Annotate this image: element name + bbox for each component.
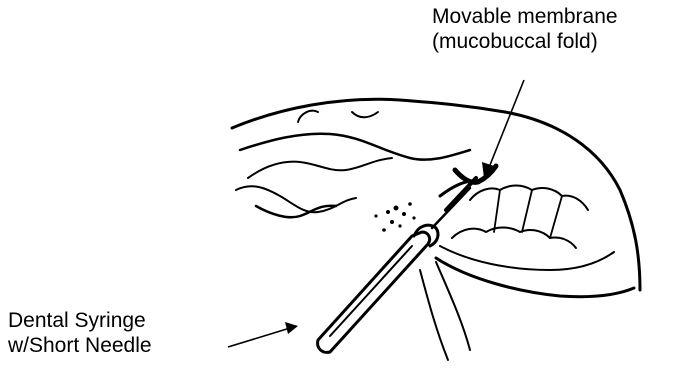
lower-lip-outline (436, 258, 634, 297)
lower-lip-inner (440, 246, 614, 270)
needle (432, 188, 470, 228)
pointer-arrow-membrane (482, 80, 524, 178)
syringe-label-line2: w/Short Needle (8, 333, 152, 358)
finger-lower (420, 270, 448, 360)
syringe-barrel-inner (330, 246, 412, 336)
syringe-barrel (318, 232, 430, 352)
tooth-divider-1 (494, 190, 500, 232)
membrane-label-line1: Movable membrane (432, 4, 618, 29)
membrane-label: Movable membrane (mucobuccal fold) (432, 4, 618, 54)
membrane-label-line2: (mucobuccal fold) (432, 29, 618, 54)
tooth-divider-3 (550, 196, 562, 238)
lip-edge-2 (352, 112, 378, 117)
syringe-label-line1: Dental Syringe (8, 308, 152, 333)
finger-lower-2 (436, 262, 470, 350)
gum-stipple (374, 202, 415, 232)
pointer-arrow-syringe (228, 322, 298, 347)
cheek-contour-lower (236, 186, 356, 212)
teeth-lower-row (452, 228, 576, 249)
tooth-divider-2 (522, 190, 532, 232)
cheek-contour (248, 158, 392, 178)
syringe-hub (414, 225, 438, 246)
lip-edge (298, 111, 318, 122)
syringe-label: Dental Syringe w/Short Needle (8, 308, 152, 358)
cheek-retracted-outline (240, 134, 470, 160)
